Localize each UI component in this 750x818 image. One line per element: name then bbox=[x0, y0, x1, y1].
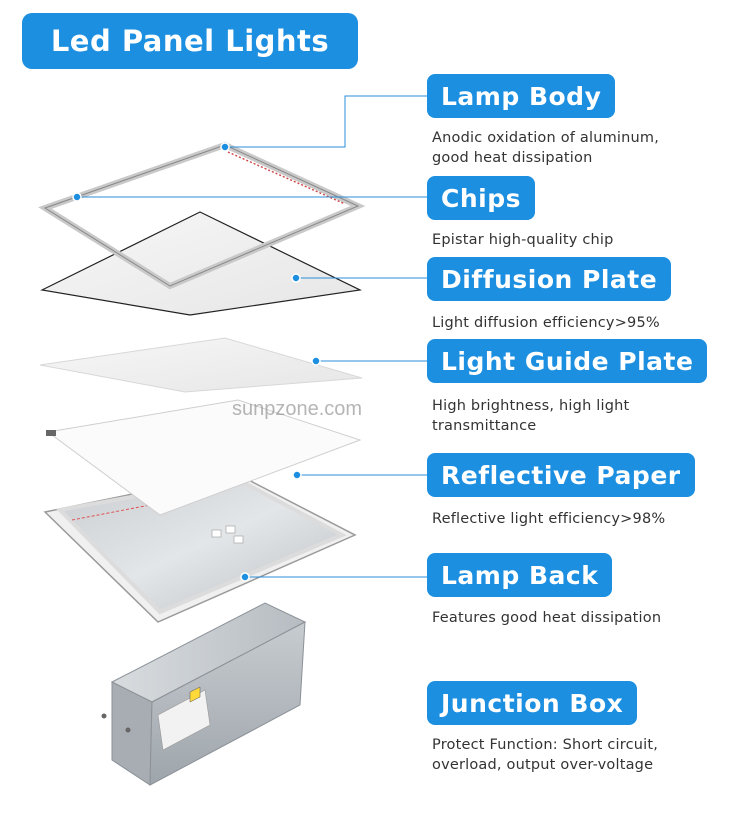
lamp-body-desc: Anodic oxidation of aluminum, good heat … bbox=[432, 128, 742, 168]
leader-lines bbox=[77, 95, 427, 578]
lamp-body-frame bbox=[38, 141, 366, 290]
reflective-paper-desc: Reflective light efficiency>98% bbox=[432, 509, 742, 529]
diffusion-plate-desc-line1: Light diffusion efficiency>95% bbox=[432, 315, 660, 331]
diffusion-plate-desc: Light diffusion efficiency>95% bbox=[432, 313, 742, 333]
leader-dots bbox=[72, 142, 321, 582]
lamp-back-desc: Features good heat dissipation bbox=[432, 608, 742, 628]
light-guide-plate-layer bbox=[39, 337, 363, 393]
chips-label: Chips bbox=[427, 176, 535, 220]
diffusion-plate-layer bbox=[40, 211, 363, 316]
light-guide-plate-desc-line1: High brightness, high light bbox=[432, 398, 630, 414]
page-title: Led Panel Lights bbox=[22, 13, 358, 69]
reflective-paper-layer bbox=[46, 399, 362, 516]
diffusion-plate-label: Diffusion Plate bbox=[427, 257, 672, 301]
lamp-body-label: Lamp Body bbox=[427, 74, 616, 118]
lamp-body-desc-line2: good heat dissipation bbox=[432, 150, 593, 166]
watermark-text: sunpzone.com bbox=[232, 398, 363, 420]
junction-box bbox=[101, 602, 307, 786]
junction-box-desc-line1: Protect Function: Short circuit, bbox=[432, 737, 659, 753]
light-guide-plate-desc-line2: transmittance bbox=[432, 418, 537, 434]
light-guide-plate-desc: High brightness, high light transmittanc… bbox=[432, 396, 742, 436]
lamp-body-desc-line1: Anodic oxidation of aluminum, bbox=[432, 130, 660, 146]
junction-box-desc: Protect Function: Short circuit, overloa… bbox=[432, 735, 742, 775]
light-guide-plate-label: Light Guide Plate bbox=[427, 339, 708, 383]
reflective-paper-desc-line1: Reflective light efficiency>98% bbox=[432, 511, 666, 527]
chips-desc-line1: Epistar high-quality chip bbox=[432, 232, 614, 248]
reflective-paper-label: Reflective Paper bbox=[427, 453, 695, 497]
lamp-back-label: Lamp Back bbox=[427, 553, 613, 597]
lamp-back-desc-line1: Features good heat dissipation bbox=[432, 610, 662, 626]
junction-box-desc-line2: overload, output over-voltage bbox=[432, 757, 654, 773]
lamp-back-layer bbox=[43, 472, 357, 623]
junction-box-label: Junction Box bbox=[427, 681, 638, 725]
chips-desc: Epistar high-quality chip bbox=[432, 230, 742, 250]
leader-lamp-body bbox=[225, 95, 427, 148]
